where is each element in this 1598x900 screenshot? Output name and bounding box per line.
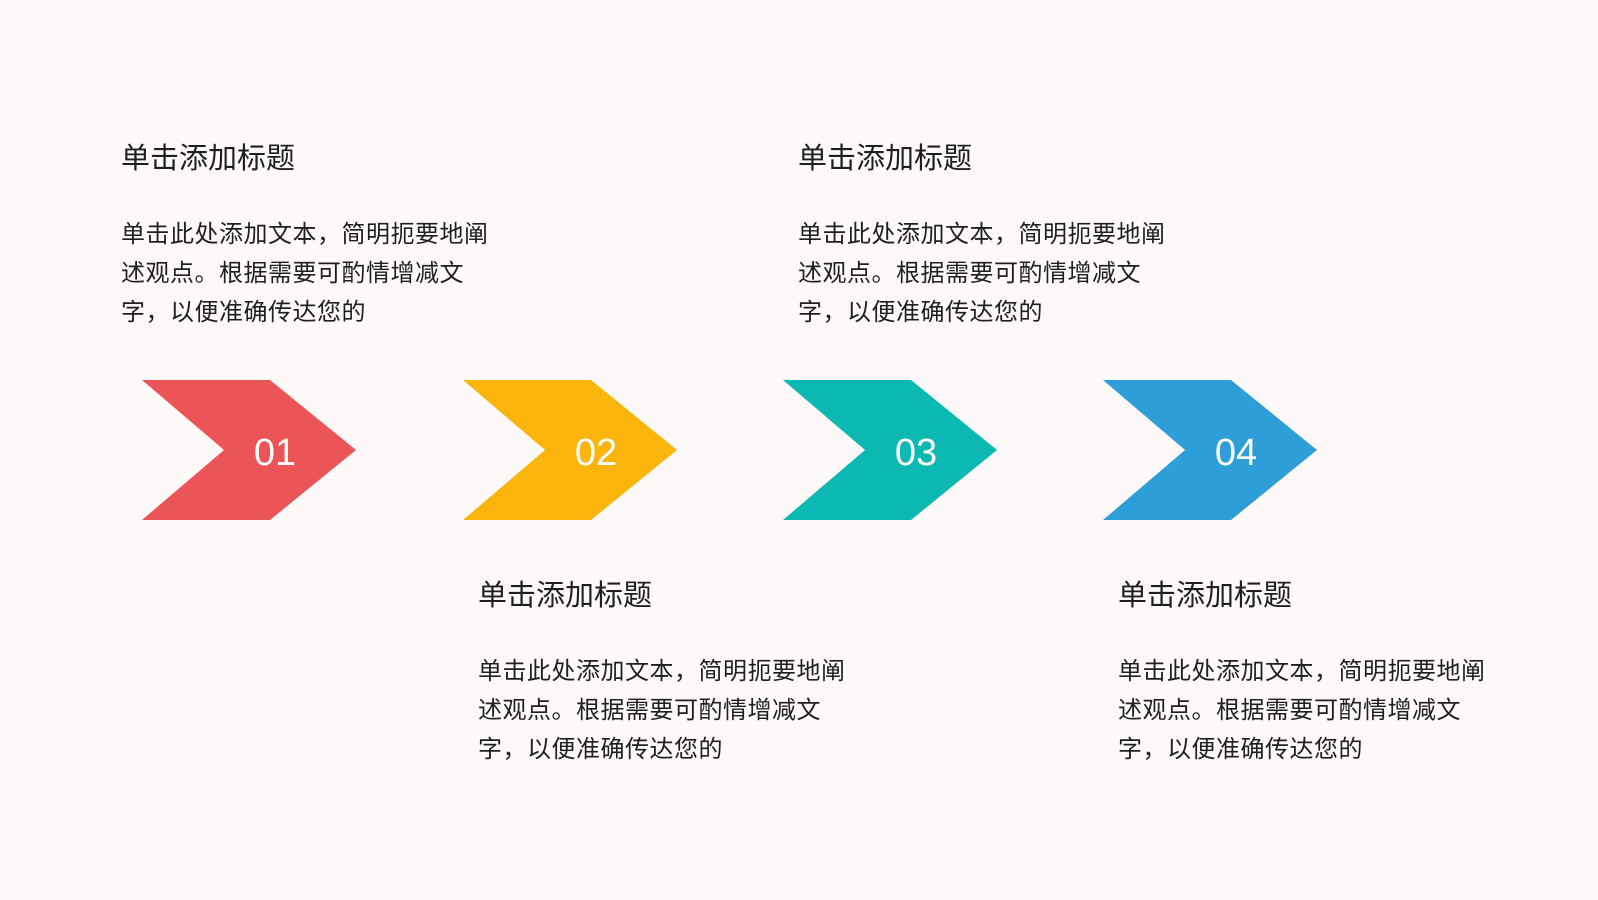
step-2-number: 02 [575, 432, 617, 474]
step-3-chevron-shape: 03 [783, 380, 997, 520]
step-2-title[interactable]: 单击添加标题 [478, 578, 653, 612]
step-1-chevron-shape: 01 [142, 380, 356, 520]
step-4-chevron-shape: 04 [1103, 380, 1317, 520]
step-2-chevron-fill [463, 380, 677, 520]
step-4-chevron-fill [1103, 380, 1317, 520]
step-2-body[interactable]: 单击此处添加文本，简明扼要地阐述观点。根据需要可酌情增减文字，以便准确传达您的 [478, 657, 846, 763]
step-3-text-block: 单击添加标题 单击此处添加文本，简明扼要地阐述观点。根据需要可酌情增减文字，以便… [798, 140, 1178, 332]
step-2-text-block: 单击添加标题 单击此处添加文本，简明扼要地阐述观点。根据需要可酌情增减文字，以便… [478, 577, 858, 769]
step-4-number: 04 [1215, 432, 1257, 474]
step-3-chevron-fill [783, 380, 997, 520]
step-1-body[interactable]: 单击此处添加文本，简明扼要地阐述观点。根据需要可酌情增减文字，以便准确传达您的 [121, 220, 489, 326]
step-4-text-block: 单击添加标题 单击此处添加文本，简明扼要地阐述观点。根据需要可酌情增减文字，以便… [1118, 577, 1498, 769]
step-1-title[interactable]: 单击添加标题 [121, 141, 296, 175]
step-1-chevron: 01 [142, 380, 356, 520]
step-3-number: 03 [895, 432, 937, 474]
step-3-title[interactable]: 单击添加标题 [798, 141, 973, 175]
step-1-number: 01 [254, 432, 296, 474]
step-4-chevron: 04 [1103, 380, 1317, 520]
step-4-body[interactable]: 单击此处添加文本，简明扼要地阐述观点。根据需要可酌情增减文字，以便准确传达您的 [1118, 657, 1486, 763]
step-1-chevron-fill [142, 380, 356, 520]
step-4-title[interactable]: 单击添加标题 [1118, 578, 1293, 612]
step-2-chevron-shape: 02 [463, 380, 677, 520]
step-1-text-block: 单击添加标题 单击此处添加文本，简明扼要地阐述观点。根据需要可酌情增减文字，以便… [121, 140, 501, 332]
step-2-chevron: 02 [463, 380, 677, 520]
step-3-chevron: 03 [783, 380, 997, 520]
step-3-body[interactable]: 单击此处添加文本，简明扼要地阐述观点。根据需要可酌情增减文字，以便准确传达您的 [798, 220, 1166, 326]
